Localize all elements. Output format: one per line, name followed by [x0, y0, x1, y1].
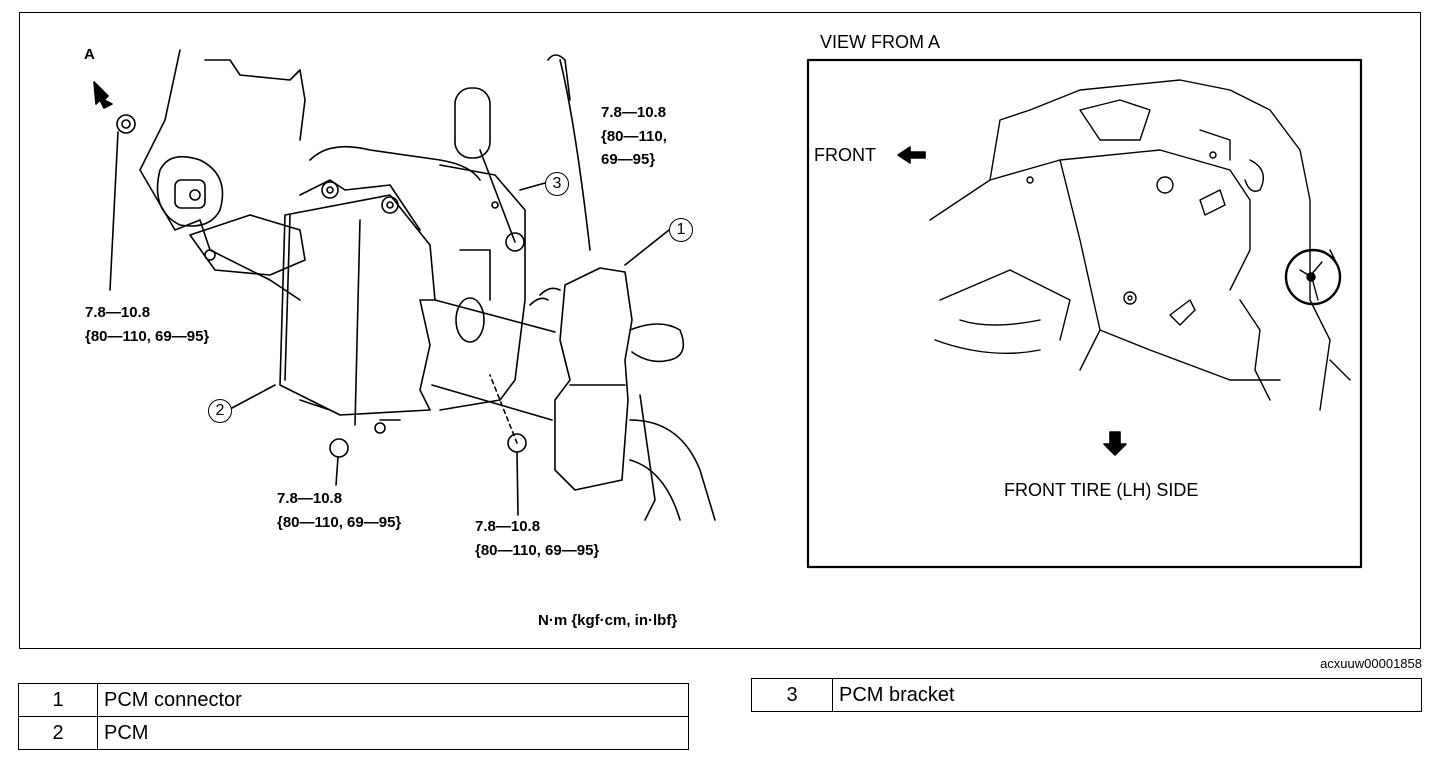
part-number: 1 — [18, 683, 98, 717]
down-arrow — [1103, 431, 1127, 456]
part-number: 2 — [18, 716, 98, 750]
callout-3: 3 — [545, 172, 569, 196]
part-name: PCM — [97, 716, 689, 750]
bolt-pcm-bottom — [329, 438, 349, 486]
view-from-a-drawing — [929, 79, 1351, 411]
diagram-frame — [19, 12, 1421, 649]
parts-table-left: 1 PCM connector 2 PCM — [18, 683, 689, 750]
part-name: PCM connector — [97, 683, 689, 717]
pcm-connector — [431, 267, 716, 521]
callout-2: 2 — [208, 399, 232, 423]
bolt-bracket-top — [479, 149, 525, 252]
units-label: N·m {kgf·cm, in·lbf} — [538, 612, 678, 629]
pcm-bracket — [439, 87, 526, 411]
bolt-bracket-bottom — [489, 374, 527, 516]
view-direction-arrow — [93, 81, 113, 109]
image-code: acxuuw00001858 — [1320, 656, 1422, 671]
parts-table-right: 3 PCM bracket — [751, 678, 1422, 712]
part-name: PCM bracket — [832, 678, 1422, 712]
view-arrow-label: A — [84, 46, 95, 63]
front-label: FRONT — [814, 145, 876, 165]
body-panel — [139, 49, 301, 301]
callout-1: 1 — [669, 218, 693, 242]
table-row: 3 PCM bracket — [751, 678, 1422, 712]
bolt-top-left — [109, 114, 136, 291]
table-row: 2 PCM — [18, 716, 689, 750]
view-from-a-box — [806, 58, 1363, 569]
part-number: 3 — [751, 678, 833, 712]
front-arrow — [897, 146, 926, 164]
pcm-unit — [279, 145, 481, 434]
table-row: 1 PCM connector — [18, 683, 689, 717]
front-tire-side-label: FRONT TIRE (LH) SIDE — [1004, 480, 1199, 500]
view-title: VIEW FROM A — [820, 32, 941, 52]
